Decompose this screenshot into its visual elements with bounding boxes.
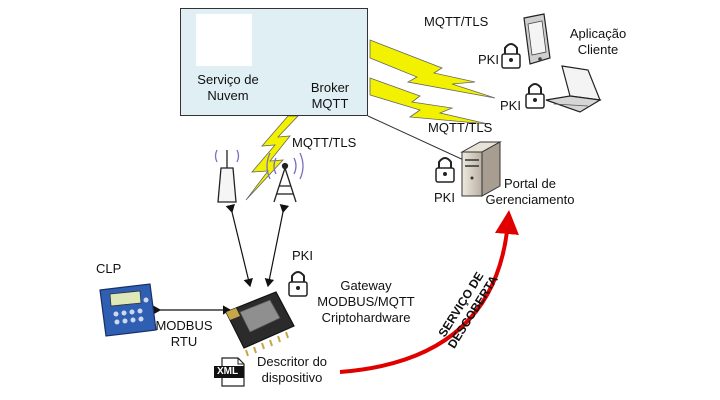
pki-label-gateway: PKI	[292, 248, 313, 263]
cloud-service-label-line2: Nuvem	[207, 88, 249, 103]
padlock-icon	[288, 271, 308, 297]
phone-icon	[523, 13, 551, 65]
broker-portal-line	[367, 115, 469, 163]
gateway-label-line2: MODBUS/MQTT	[317, 294, 415, 309]
pki-label-laptop: PKI	[500, 98, 521, 113]
broker-label-line1: Broker	[310, 80, 350, 95]
modbus-rtu-label: MODBUS RTU	[152, 318, 216, 350]
gateway-label-line1: Gateway	[340, 278, 392, 293]
broker-label: Broker MQTT	[300, 80, 360, 112]
portal-label-line2: Gerenciamento	[485, 192, 575, 207]
portal-label-line1: Portal de	[503, 176, 557, 191]
modbus-label-line1: MODBUS	[155, 318, 213, 333]
laptop-icon	[545, 65, 602, 113]
portal-label: Portal de Gerenciamento	[474, 176, 586, 208]
antenna-gateway-arrow	[225, 203, 253, 288]
client-app-label-line2: Cliente	[577, 42, 619, 57]
pki-label-phone: PKI	[478, 52, 499, 67]
lightning-icon	[245, 115, 299, 201]
tower-gateway-arrow	[264, 203, 290, 288]
antenna-icon	[214, 149, 240, 203]
esp-module-icon	[225, 291, 295, 357]
descriptor-label-line1: Descritor do	[256, 354, 328, 369]
plc-icon	[99, 283, 157, 337]
cloud-service-label: Serviço de Nuvem	[186, 72, 270, 104]
padlock-icon	[525, 83, 545, 109]
descriptor-label: Descritor do dispositivo	[250, 354, 334, 386]
cloud-icon-card	[196, 14, 252, 66]
plc-label: CLP	[96, 261, 122, 276]
padlock-icon	[435, 157, 455, 183]
descriptor-label-line2: dispositivo	[261, 370, 323, 385]
server-icon	[460, 141, 502, 197]
client-app-label-line1: Aplicação	[569, 26, 627, 41]
gateway-label: Gateway MODBUS/MQTT Criptohardware	[306, 278, 426, 326]
discovery-arrow	[339, 210, 519, 374]
client-app-label: Aplicação Cliente	[556, 26, 640, 58]
lightning-icon	[369, 77, 489, 125]
lightning-icon	[369, 39, 496, 99]
modbus-label-line2: RTU	[170, 334, 198, 349]
mqtt-tls-label-mid: MQTT/TLS	[428, 120, 493, 135]
pki-label-portal: PKI	[434, 190, 455, 205]
radio-tower-icon	[266, 152, 304, 203]
padlock-icon	[501, 43, 521, 69]
cloud-service-label-line1: Serviço de	[197, 72, 259, 87]
mqtt-tls-label-top: MQTT/TLS	[424, 14, 489, 29]
xml-file-icon	[214, 357, 245, 387]
gateway-label-line3: Criptohardware	[321, 310, 411, 325]
mqtt-tls-label-left: MQTT/TLS	[292, 135, 357, 150]
xml-file-badge: XML	[217, 366, 239, 377]
broker-label-line2: MQTT	[311, 96, 349, 111]
